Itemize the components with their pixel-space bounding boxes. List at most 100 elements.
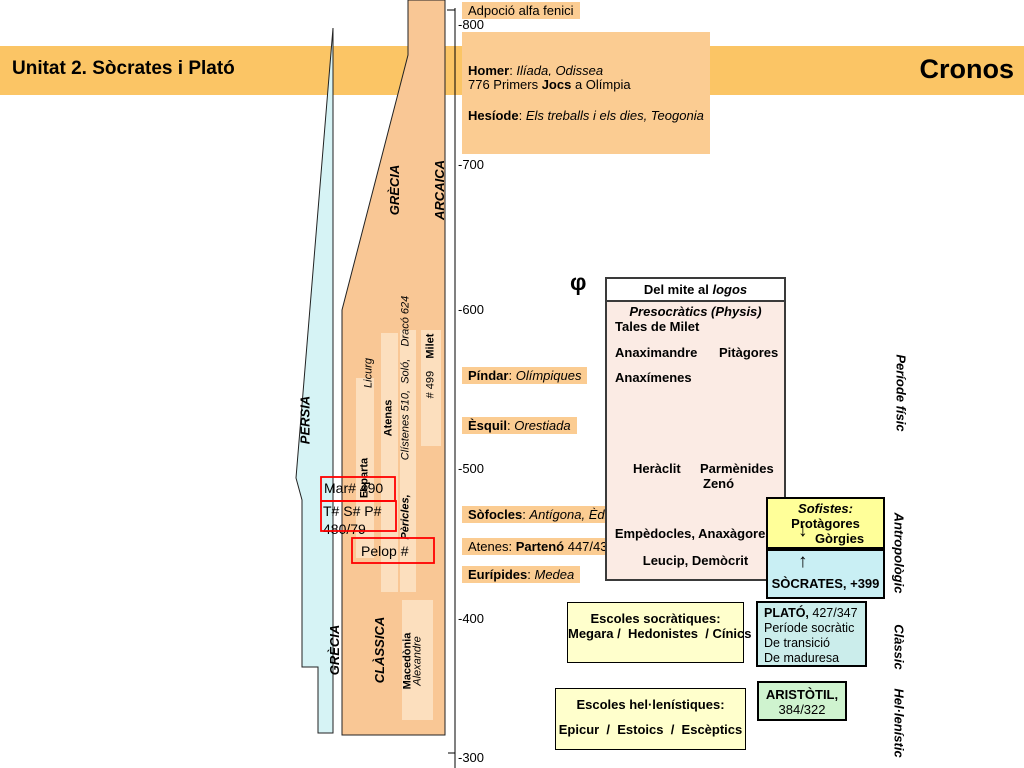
mite-title-pre: Del mite al: [643, 282, 713, 297]
zeno-label: Zenó: [703, 476, 735, 491]
sofistes-line1: Sofistes: Protàgores: [768, 499, 883, 531]
milet-499: # 499: [424, 358, 437, 399]
parmenides-label: Parmènides: [700, 461, 774, 476]
hesiode-works: Els treballs i els dies, Teogonia: [525, 108, 704, 123]
event-partenon: Atenes: Partenó 447/432: [462, 538, 621, 555]
escoles-hellenistiques-title: Escoles hel·lenístiques:: [576, 697, 725, 712]
sep: :: [507, 418, 515, 433]
sep: :: [509, 63, 517, 78]
tales-label: Tales de Milet: [615, 319, 700, 334]
plato-period-3: De maduresa: [764, 651, 840, 665]
anaximandre-label: Anaximandre: [615, 345, 698, 360]
peloponnes-text: Pelop #: [361, 543, 409, 559]
plato-period-2: De transició: [764, 636, 830, 650]
escoles-socratiques-box: Escoles socràtiques: Megara / Hedonistes…: [567, 602, 752, 663]
escoles-socratiques-items: Megara / Hedonistes / Cínics: [568, 626, 752, 641]
jocs-post: a Olímpia: [571, 77, 631, 92]
sofistes-title: Sofistes:: [798, 501, 853, 516]
sep: :: [518, 108, 526, 123]
slide-title: Cronos: [919, 54, 1015, 84]
alexandre-label: Alexandre: [411, 636, 424, 686]
plato-dates: 427/347: [808, 606, 858, 620]
anaximenes-label: Anaxímenes: [615, 370, 692, 385]
sep: :: [527, 567, 535, 582]
sofocles-name: Sòfocles: [468, 507, 523, 522]
presocratics-body: Presocràtics (Physis) Tales de Milet Ana…: [607, 302, 784, 579]
persia-label: PERSIA: [297, 395, 313, 445]
mite-title-logos: logos: [712, 282, 748, 297]
aristotil-name: ARISTÒTIL,: [765, 687, 839, 702]
gorgies-label: Gòrgies: [814, 531, 865, 546]
period-hellenistic-label: Hel·lenístic: [891, 688, 907, 758]
sofistes-box: Sofistes: Protàgores Gòrgies ↓: [766, 497, 885, 549]
plato-name: PLATÓ,: [764, 606, 809, 620]
protagores-label: Protàgores: [791, 516, 860, 531]
presocratics-subtitle: Presocràtics (Physis): [629, 304, 762, 319]
event-hesiode-line: Hesíode: Els treballs i els dies, Teogon…: [468, 108, 704, 123]
period-classic-label: Clàssic: [891, 624, 907, 670]
event-pindar: Píndar: Olímpiques: [462, 367, 588, 384]
clistenes-solo-draco-label: Clístenes 510, Soló, Dracó 624: [399, 295, 412, 461]
marato-text: Mar# 490: [324, 480, 384, 496]
tick-500: -500: [458, 461, 485, 476]
event-jocs: 776 Primers Jocs a Olímpia: [462, 76, 637, 93]
escoles-hellenistiques-items: Epicur / Estoics / Escèptics: [558, 722, 743, 737]
arrow-down-icon: ↓: [798, 520, 808, 541]
mite-logos-box: Del mite al logos Presocràtics (Physis) …: [605, 277, 786, 581]
tick-700: -700: [458, 157, 485, 172]
pericles-label: Pèricles,: [399, 494, 412, 540]
milet-label: # 499 Milet: [425, 334, 438, 399]
unit-title: Unitat 2. Sòcrates i Plató: [12, 58, 235, 79]
plato-box: PLATÓ, 427/347 Període socràtic De trans…: [756, 601, 867, 667]
event-esquil: Èsquil: Orestiada: [462, 417, 577, 434]
period-fisic-label: Període físic: [893, 354, 909, 432]
plato-title: PLATÓ, 427/347: [764, 606, 859, 621]
classica-line2: CLÀSSICA: [372, 616, 387, 684]
escoles-hellenistiques-box: Escoles hel·lenístiques: Epicur / Estoic…: [555, 688, 746, 750]
atenes-post: 447/432: [564, 539, 615, 554]
tick-400: -400: [458, 611, 485, 626]
heraclit-label: Heràclit: [633, 461, 681, 476]
arcaica-line2: ARCAICA: [432, 160, 447, 220]
tick-300: -300: [458, 750, 485, 765]
jocs-bold: Jocs: [541, 77, 572, 92]
licurg-label: Licurg: [362, 358, 375, 388]
aristotil-box: ARISTÒTIL, 384/322: [757, 681, 847, 721]
sep: :: [508, 368, 516, 383]
atenas-label: Atenas: [382, 399, 395, 437]
arcaica-line1: GRÈCIA: [387, 164, 402, 216]
sofocles-works: Antígona, Èdip: [529, 507, 615, 522]
classica-line1: GRÈCIA: [327, 624, 342, 676]
euripides-name: Eurípides: [468, 567, 528, 582]
homer-name: Homer: [468, 63, 510, 78]
esquil-name: Èsquil: [468, 418, 508, 433]
event-alphabet: Adpoció alfa fenici: [462, 2, 580, 19]
pindar-works: Olímpiques: [515, 368, 582, 383]
event-homer-hesiode: Homer: Ilíada, Odissea Hesíode: Els treb…: [462, 32, 710, 154]
grecia-classica-label: GRÈCIA CLÀSSICA: [297, 617, 417, 683]
tick-800: -800: [458, 17, 485, 32]
tick-600: -600: [458, 302, 485, 317]
hesiode-name: Hesíode: [468, 108, 519, 123]
sep: :: [522, 507, 530, 522]
plato-period-4: Crític i vellesa: [764, 666, 859, 667]
atenes-bold: Partenó: [515, 539, 565, 554]
guerres-mediques-dates: 480/79: [323, 521, 366, 537]
jocs-pre: 776 Primers: [468, 77, 542, 92]
pindar-name: Píndar: [468, 368, 509, 383]
pitagores-label: Pitàgores: [719, 345, 779, 360]
socrates-box: ↑ SÒCRATES, +399: [766, 549, 885, 599]
aristotil-dates: 384/322: [778, 702, 826, 717]
empedocles-label: Empèdocles, Anaxàgores,: [614, 526, 777, 541]
arrow-up-icon: ↑: [798, 551, 808, 572]
event-homer-line: Homer: Ilíada, Odissea: [468, 63, 704, 78]
esquil-works: Orestiada: [514, 418, 571, 433]
atenes-pre: Atenes:: [468, 539, 516, 554]
guerres-mediques-text: T# S# P#: [323, 503, 382, 519]
grecia-arcaica-label: GRÈCIA ARCAICA: [357, 160, 477, 220]
euripides-works: Medea: [534, 567, 575, 582]
escoles-socratiques-title: Escoles socràtiques:: [590, 611, 721, 626]
leucip-label: Leucip, Demòcrit: [642, 553, 749, 568]
period-antropologic-label: Antropològic: [891, 512, 907, 594]
event-euripides: Eurípides: Medea: [462, 566, 581, 583]
